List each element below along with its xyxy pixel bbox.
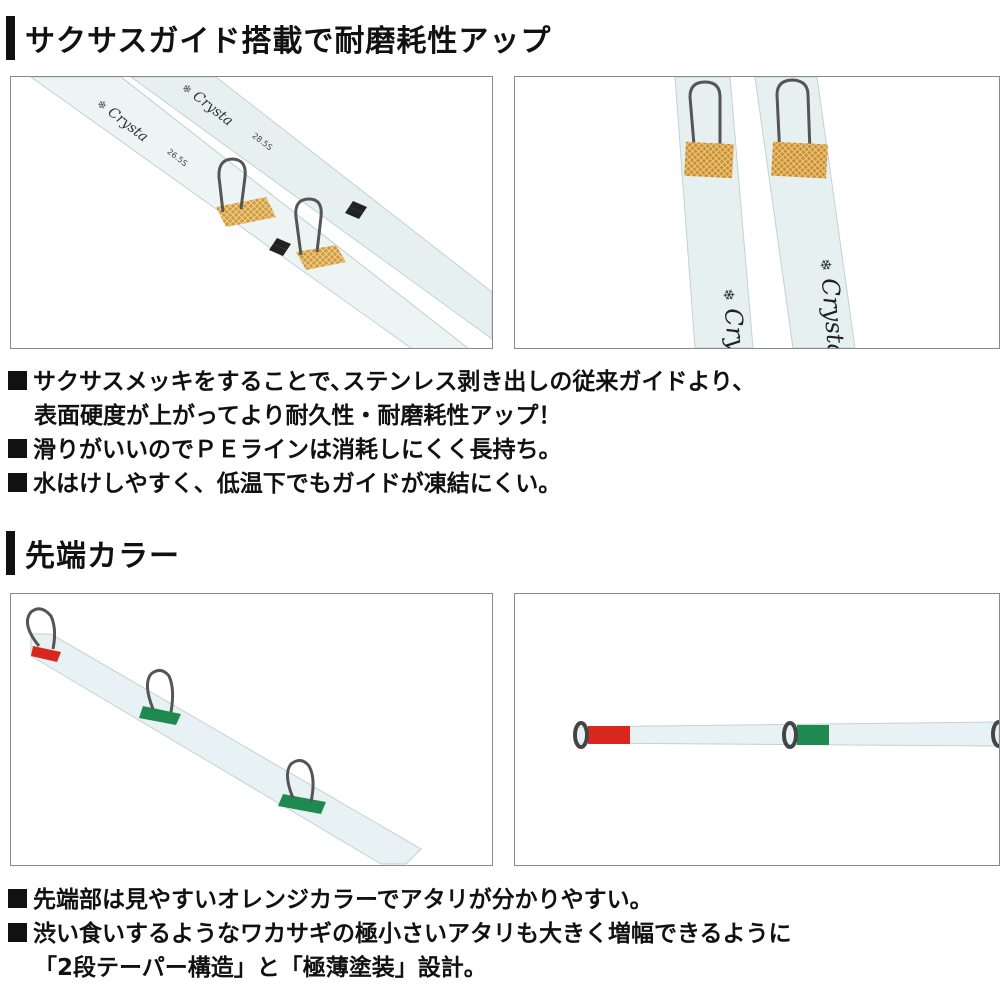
red-tip-wrap [588, 726, 630, 744]
rod-right-label: ❄ Crysta [816, 258, 851, 348]
brand-logo-icon [269, 201, 367, 256]
section2-bullet-2-text: 渋い食いするようなワカサギの極小さいアタリも大きく増幅できるように [33, 921, 792, 947]
section1-bullet-2: 滑りがいいのでＰＥラインは消耗しにくく長持ち。 [8, 433, 998, 467]
square-bullet-icon [8, 889, 27, 908]
section2-heading-text: 先端カラー [25, 539, 180, 574]
snowflake-icon: ❄ [719, 288, 738, 302]
guide-ring-icon [688, 78, 812, 158]
green-wrap-2 [278, 794, 326, 814]
green-wrap [797, 725, 829, 745]
heading-bar-icon [6, 531, 15, 575]
section2-bullet-2: 渋い食いするようなワカサギの極小さいアタリも大きく増幅できるように [8, 917, 998, 951]
green-wrap-1 [139, 706, 181, 725]
snowflake-icon: ❄ [816, 258, 835, 272]
photo-guide-closeup-left-svg: ❄ Crysta 28.5S ❄ Crysta 26.5S [30, 77, 492, 348]
section1-bullet-1: サクサスメッキをすることで､ステンレス剥き出しの従来ガイドより､ [8, 365, 998, 399]
photo-tip-color-right-svg [573, 720, 999, 749]
section2-bullet-1-text: 先端部は見やすいオレンジカラーでアタリが分かりやすい。 [33, 887, 653, 913]
section1-bullet-3-text: 水はけしやすく、低温下でもガイドが凍結にくい。 [33, 471, 562, 497]
photo-guide-closeup-right: ❄ Crysta ❄ Crysta [514, 76, 1000, 349]
section1-bullet-1-cont: 表面硬度が上がってより耐久性・耐磨耗性アップ！ [34, 403, 562, 429]
section1-heading-text: サクサスガイド搭載で耐磨耗性アップ [25, 24, 552, 59]
guide-ring-icon [573, 720, 999, 749]
photo-guide-closeup-right-svg: ❄ Crysta ❄ Crysta [674, 77, 856, 348]
photo-guide-closeup-left: ❄ Crysta 28.5S ❄ Crysta 26.5S [10, 76, 493, 349]
photo-tip-color-left [10, 593, 493, 866]
section2-bullet-2-cont: 「2段テーパー構造」と「極薄塗装」設計。 [34, 955, 487, 981]
section2-bullets: 先端部は見やすいオレンジカラーでアタリが分かりやすい。 渋い食いするようなワカサ… [8, 883, 998, 985]
section1-bullet-1-text: サクサスメッキをすることで､ステンレス剥き出しの従来ガイドより､ [33, 369, 745, 395]
heading-bar-icon [6, 16, 15, 60]
section2-heading: 先端カラー [6, 530, 180, 576]
section1-heading: サクサスガイド搭載で耐磨耗性アップ [6, 15, 551, 61]
rod-left-label: ❄ Crysta [719, 288, 754, 348]
section1-bullet-2-text: 滑りがいいのでＰＥラインは消耗しにくく長持ち。 [33, 437, 562, 463]
square-bullet-icon [8, 439, 27, 458]
section2-bullet-1: 先端部は見やすいオレンジカラーでアタリが分かりやすい。 [8, 883, 998, 917]
rod-left-brand: Crysta [719, 307, 754, 348]
section1-bullet-3: 水はけしやすく、低温下でもガイドが凍結にくい。 [8, 467, 998, 501]
photo-tip-color-left-svg [25, 607, 422, 865]
guide-ring-icon [217, 157, 323, 256]
guide-ring-icon [25, 607, 315, 803]
square-bullet-icon [8, 923, 27, 942]
section1-bullets: サクサスメッキをすることで､ステンレス剥き出しの従来ガイドより､ 表面硬度が上が… [8, 365, 998, 501]
square-bullet-icon [8, 473, 27, 492]
square-bullet-icon [8, 371, 27, 390]
gold-wrap-right [771, 141, 828, 179]
gold-wrap-bottom [216, 197, 276, 227]
gold-wrap-top [296, 245, 346, 270]
rod-right-brand: Crysta [816, 277, 851, 348]
gold-wrap-left [684, 141, 734, 179]
red-tip-wrap [31, 646, 61, 662]
photo-tip-color-right [514, 593, 1000, 866]
